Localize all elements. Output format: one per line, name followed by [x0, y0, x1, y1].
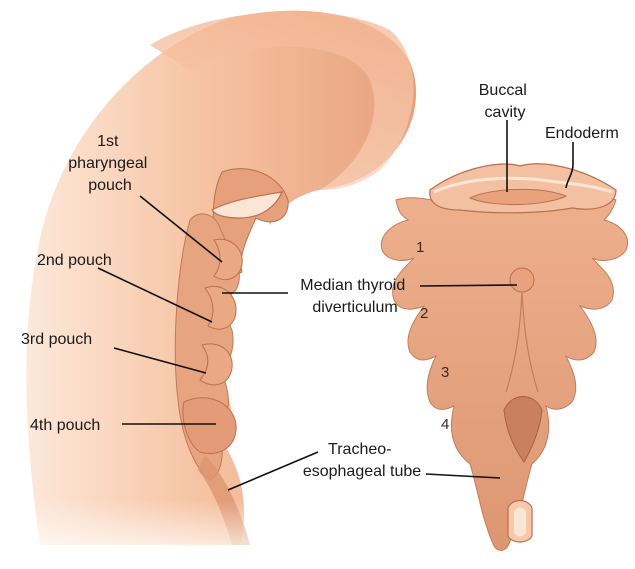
arch-number-3: 3 — [441, 364, 449, 381]
arch-number-4: 4 — [441, 416, 449, 433]
label-2nd-pouch: 2nd pouch — [37, 252, 112, 269]
buccal-cavity-rim — [430, 164, 616, 213]
leader-thyroid-right — [420, 285, 517, 286]
label-buccal-cavity: Buccal cavity — [479, 82, 531, 121]
thyroid-diverticulum-bulb — [510, 268, 534, 292]
label-tracheo-esophageal-tube: Tracheo- esophageal tube — [303, 441, 421, 480]
arch-number-2: 2 — [420, 305, 428, 322]
tracheo-tube-inner — [514, 508, 526, 537]
pharyngeal-floor-view — [381, 164, 627, 551]
label-4th-pouch: 4th pouch — [30, 417, 100, 434]
arch-number-1: 1 — [416, 239, 424, 256]
bottom-fade — [0, 500, 300, 569]
label-3rd-pouch: 3rd pouch — [21, 331, 92, 348]
label-endoderm: Endoderm — [545, 125, 619, 142]
